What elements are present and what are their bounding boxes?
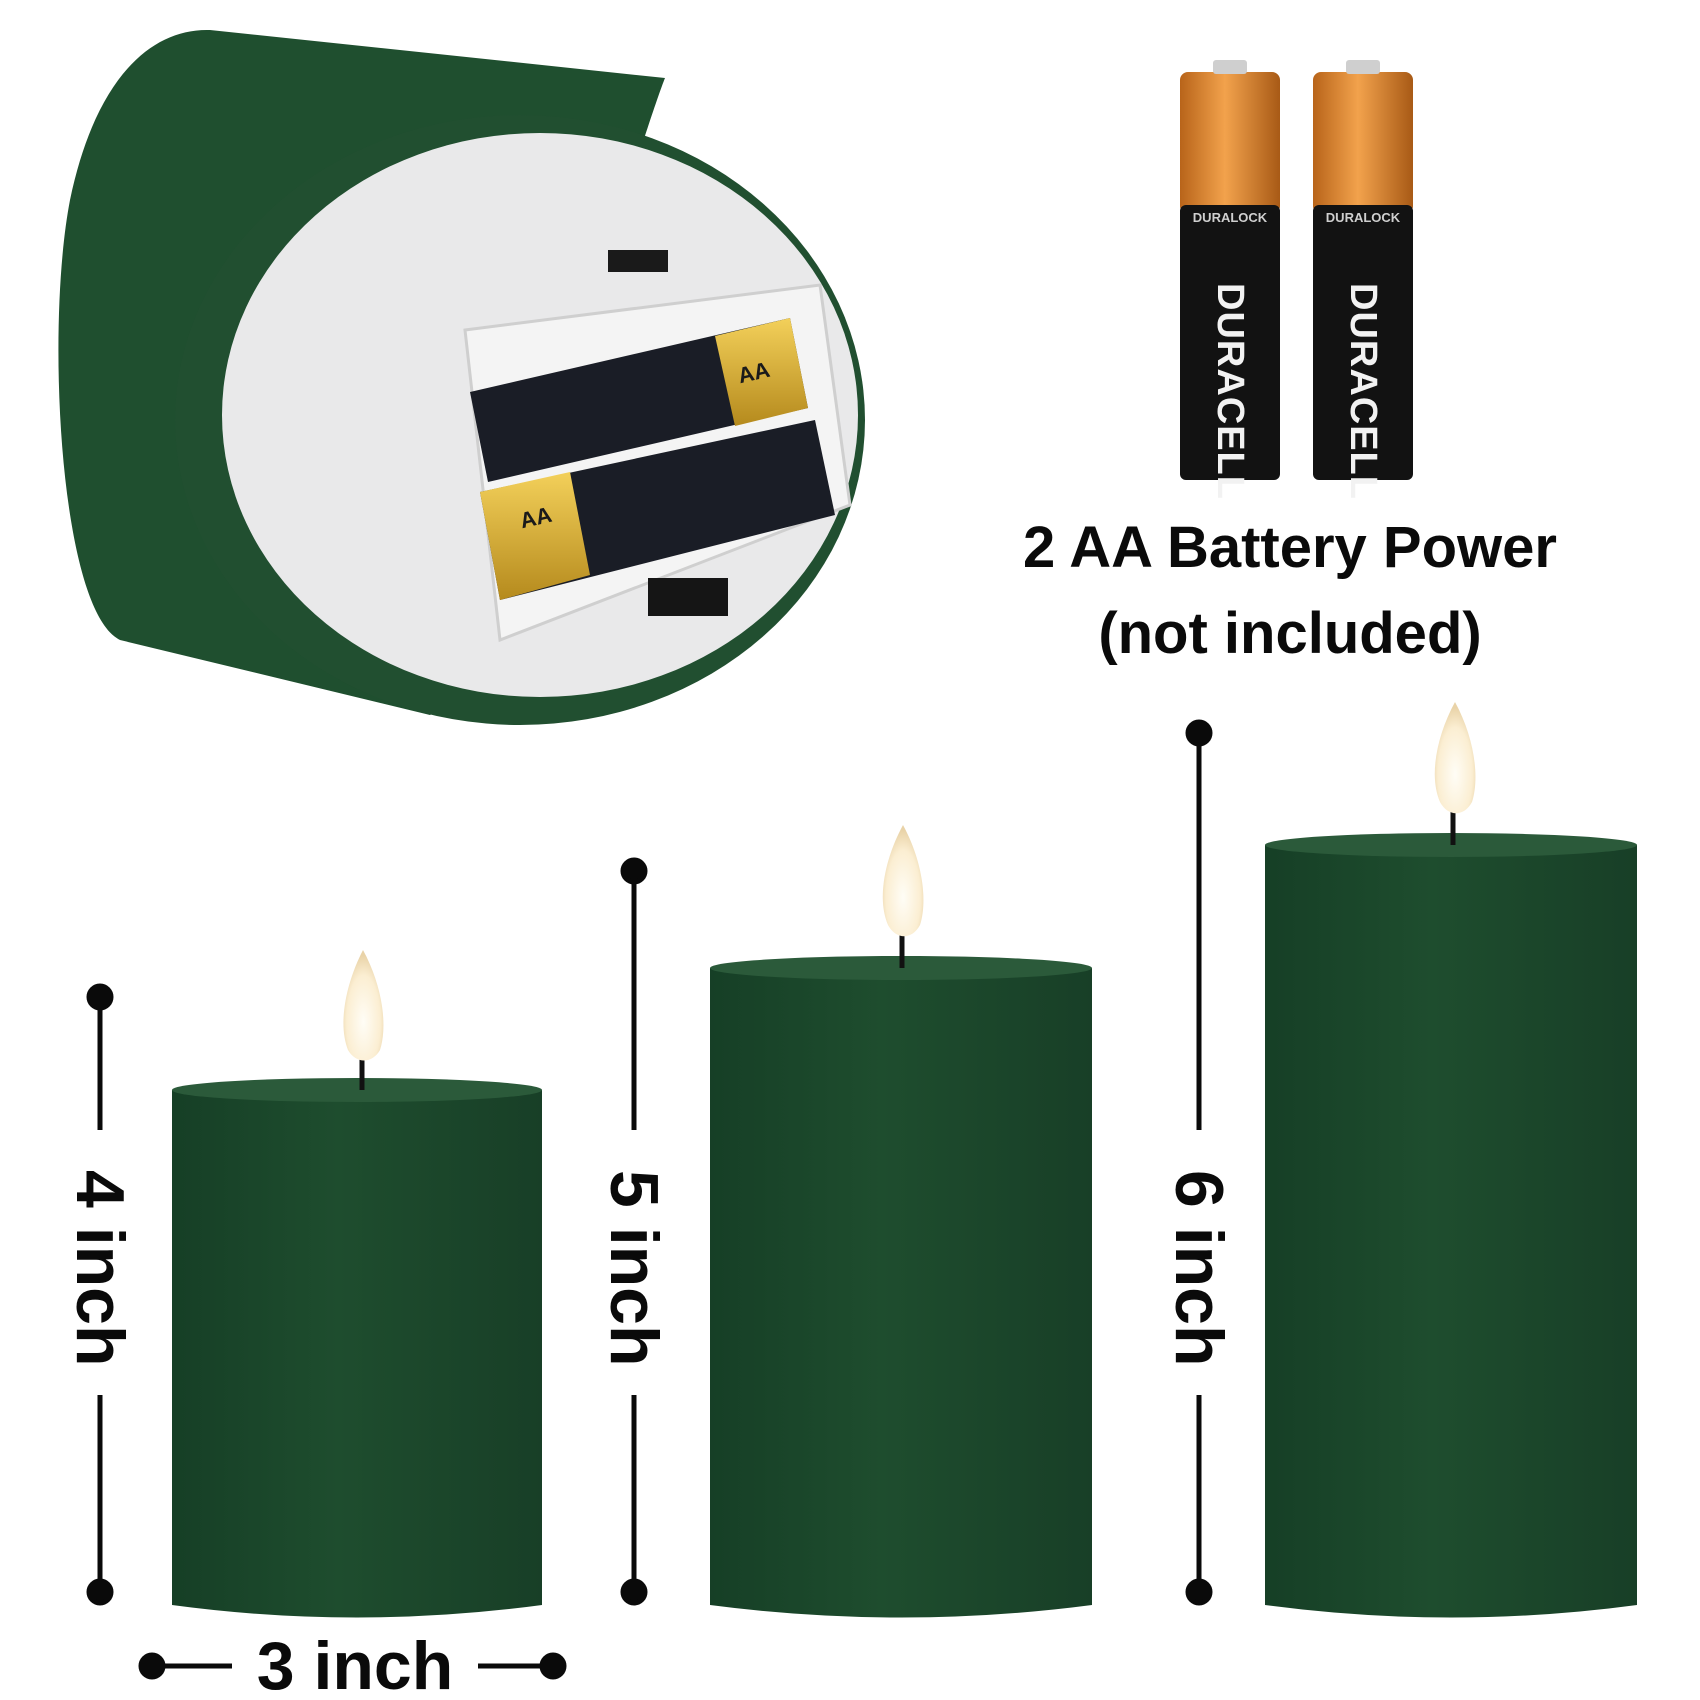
power-switch (608, 250, 668, 272)
cover-latch (648, 578, 728, 616)
compartment-battery-bottom (480, 420, 835, 600)
battery-caption-line1: 2 AA Battery Power (1023, 515, 1557, 580)
large-height-label: 6 inch (1161, 1170, 1237, 1367)
battery-subbrand-right: DURALOCK (1325, 210, 1401, 225)
flame-icon (882, 825, 924, 937)
flame-icon (343, 950, 384, 1061)
battery-caption-line2: (not included) (1098, 601, 1482, 666)
duracell-battery-left (1180, 60, 1280, 480)
candle-large (1265, 702, 1637, 1618)
battery-caption: 2 AA Battery Power (not included) (960, 505, 1620, 677)
small-height-label: 4 inch (62, 1170, 138, 1367)
medium-height-label: 5 inch (596, 1170, 672, 1367)
flame-icon (1434, 702, 1476, 814)
duracell-battery-right (1313, 60, 1413, 480)
battery-subbrand-left: DURALOCK (1192, 210, 1268, 225)
battery-brand-left: DURACELL (1209, 283, 1251, 500)
candle-small (172, 950, 542, 1618)
dimension-lines (86, 719, 1213, 1680)
compartment-battery-top (470, 318, 808, 482)
diameter-label: 3 inch (256, 1628, 454, 1700)
candle-medium (710, 825, 1092, 1618)
battery-brand-right: DURACELL (1342, 283, 1384, 500)
candle-base-view (58, 29, 865, 725)
